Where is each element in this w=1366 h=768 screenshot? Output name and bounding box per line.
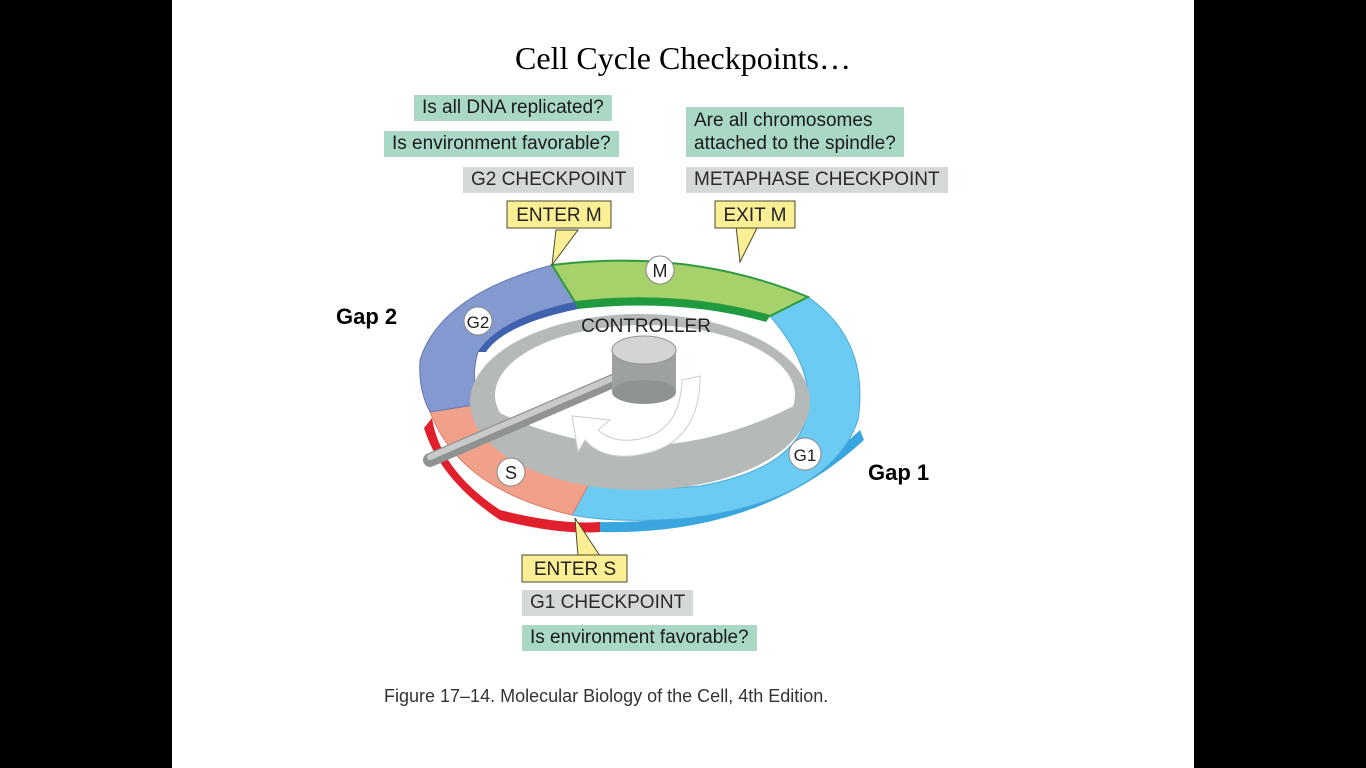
exit-m-label: EXIT M bbox=[724, 205, 787, 226]
enter-s-box bbox=[521, 554, 628, 583]
exit-m-box bbox=[714, 200, 796, 229]
g1-question-environment: Is environment favorable? bbox=[522, 625, 757, 651]
enter-m-label: ENTER M bbox=[516, 205, 602, 226]
gap2-label: Gap 2 bbox=[336, 304, 398, 329]
g2-question-dna: Is all DNA replicated? bbox=[414, 95, 612, 121]
ring-side bbox=[424, 418, 864, 533]
figure-caption: Figure 17–14. Molecular Biology of the C… bbox=[384, 686, 829, 706]
metaphase-question-line-2: attached to the spindle? bbox=[694, 133, 896, 154]
g2-phase-marker bbox=[463, 306, 493, 336]
g2-phase-label: G2 bbox=[467, 313, 490, 332]
m-phase-marker bbox=[645, 255, 675, 285]
s-phase-label: S bbox=[505, 463, 517, 483]
metaphase-checkpoint-label: METAPHASE CHECKPOINT bbox=[686, 167, 948, 193]
slide-title: Cell Cycle Checkpoints… bbox=[515, 40, 851, 76]
enter-m-box bbox=[506, 200, 612, 229]
s-phase-marker bbox=[496, 457, 526, 487]
m-phase-label: M bbox=[653, 261, 668, 281]
enter-m-pointer bbox=[551, 229, 579, 267]
cycle-arrow bbox=[571, 375, 701, 457]
g2-question-environment: Is environment favorable? bbox=[384, 131, 619, 157]
controller-label: CONTROLLER bbox=[581, 316, 711, 337]
g1-phase-label: G1 bbox=[794, 446, 817, 465]
g1-checkpoint-label: G1 CHECKPOINT bbox=[522, 590, 694, 616]
exit-m-pointer bbox=[735, 225, 759, 264]
g2-checkpoint-label: G2 CHECKPOINT bbox=[463, 167, 635, 193]
g1-phase-marker bbox=[788, 437, 822, 471]
metaphase-question: Are all chromosomes attached to the spin… bbox=[686, 107, 904, 157]
gap1-label: Gap 1 bbox=[868, 460, 930, 485]
enter-s-label: ENTER S bbox=[534, 559, 616, 580]
metaphase-question-line-1: Are all chromosomes bbox=[694, 110, 873, 131]
